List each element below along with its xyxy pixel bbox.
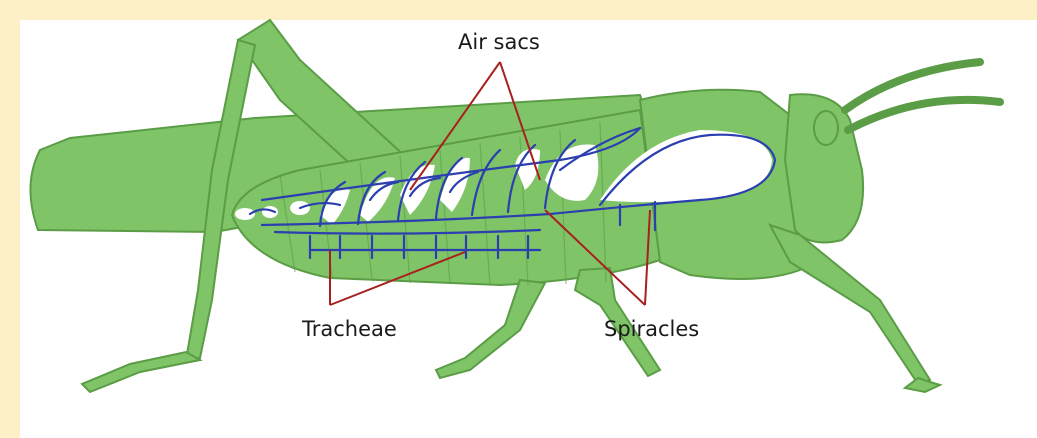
middle-leg-second — [436, 280, 545, 378]
front-leg — [770, 225, 930, 384]
label-air-sacs: Air sacs — [458, 32, 540, 53]
antenna-lower — [848, 100, 1000, 130]
hind-leg-tarsus — [82, 352, 200, 392]
label-tracheae: Tracheae — [302, 319, 397, 340]
grasshopper-eye — [814, 111, 838, 145]
label-spiracles: Spiracles — [604, 319, 699, 340]
front-leg-foot — [905, 378, 940, 392]
